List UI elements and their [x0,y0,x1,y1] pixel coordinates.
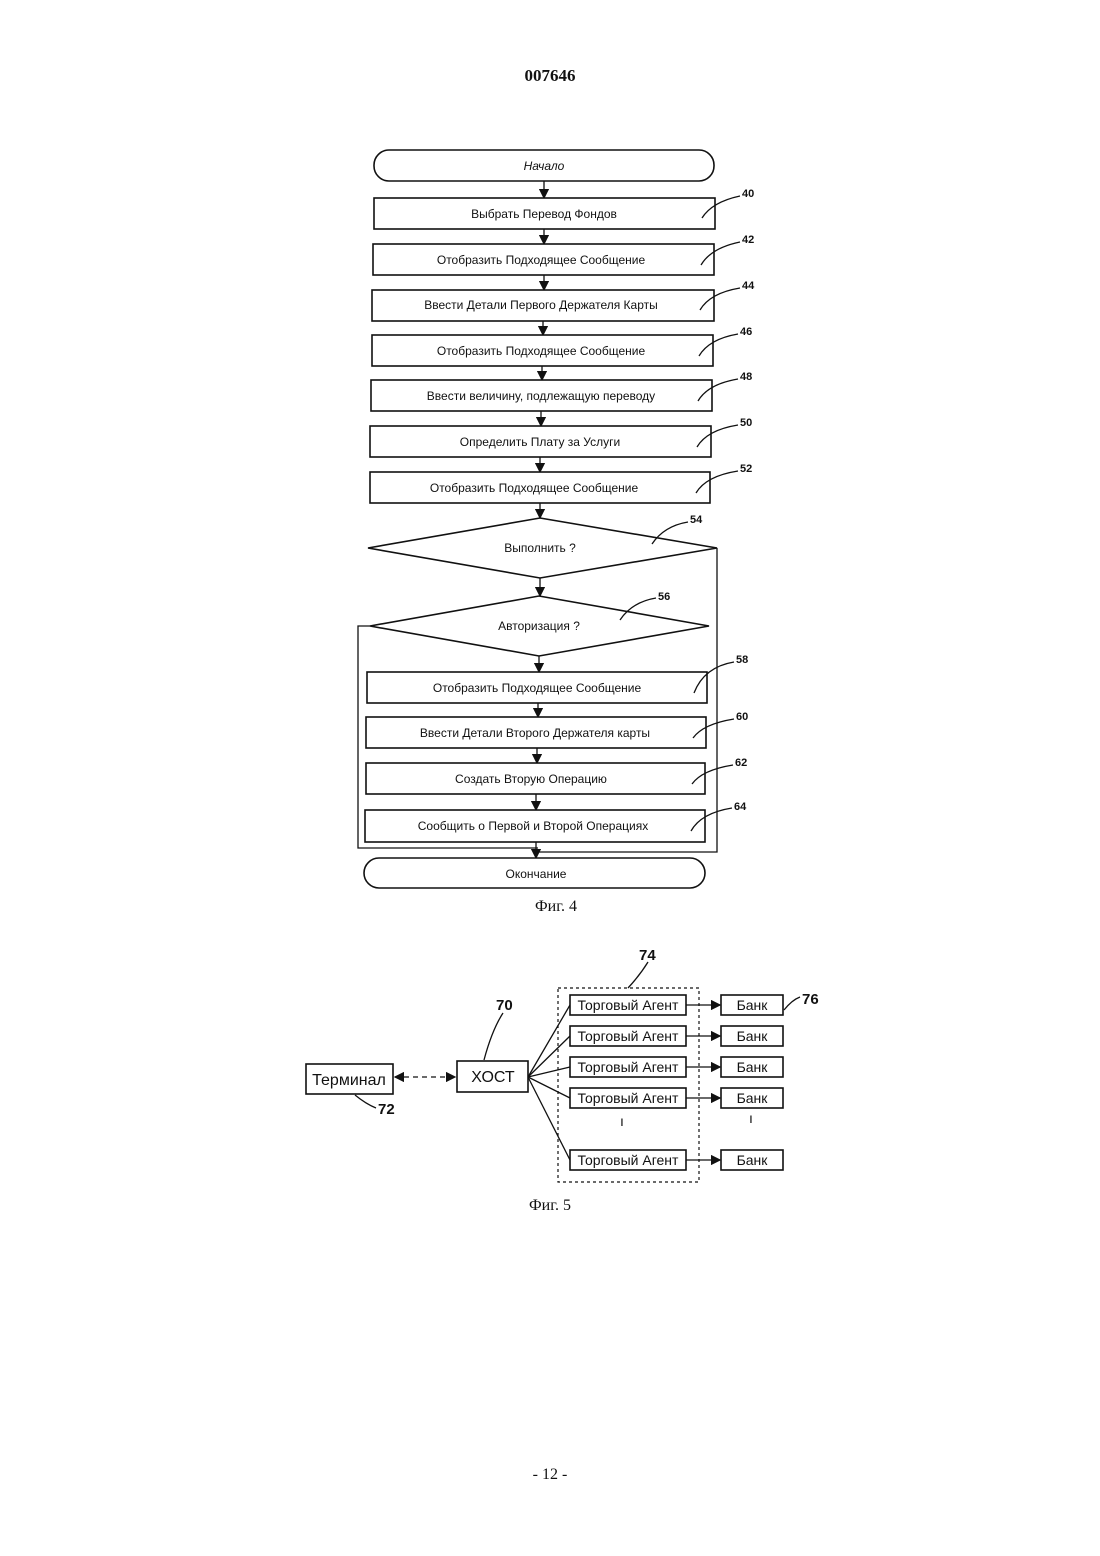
step-44-label: Ввести Детали Первого Держателя Карты [424,298,658,312]
step-58-label: Отобразить Подходящее Сообщение [433,681,642,695]
bank-label: Банк [737,1152,769,1168]
decision-54-ref: 54 [690,514,703,526]
decision-56-ref: 56 [658,591,670,603]
agent-row-4: Торговый Агент Банк [570,1088,783,1108]
step-44: Ввести Детали Первого Держателя Карты 44 [372,280,755,321]
step-46-label: Отобразить Подходящее Сообщение [437,344,646,358]
host-ref: 70 [496,997,513,1014]
decision-54: Выполнить ? 54 [368,514,717,578]
step-48-label: Ввести величину, подлежащую переводу [427,389,655,403]
decision-56: Авторизация ? 56 [370,591,709,656]
merchant-agent-label: Торговый Агент [578,1090,679,1106]
bank-label: Банк [737,1090,769,1106]
end-label: Окончание [506,867,567,881]
terminal-label: Терминал [312,1072,386,1089]
bank-label: Банк [737,1028,769,1044]
decision-56-label: Авторизация ? [498,619,580,633]
step-52-label: Отобразить Подходящее Сообщение [430,481,639,495]
step-62-label: Создать Вторую Операцию [455,772,607,786]
page-number: - 12 - [0,1466,1100,1484]
bank-label: Банк [737,1059,769,1075]
step-52-ref: 52 [740,463,752,475]
step-64: Сообщить о Первой и Второй Операциях 64 [365,801,747,842]
step-60-label: Ввести Детали Второго Держателя карты [420,726,650,740]
step-42-ref: 42 [742,234,754,246]
step-42-label: Отобразить Подходящее Сообщение [437,253,646,267]
step-64-ref: 64 [734,801,747,813]
bank-label: Банк [737,997,769,1013]
agent-row-2: Торговый Агент Банк [570,1026,783,1046]
decision-54-label: Выполнить ? [504,541,576,555]
step-50-ref: 50 [740,417,752,429]
step-64-label: Сообщить о Первой и Второй Операциях [418,819,648,833]
figure-4-flowchart: Начало Выбрать Перевод Фондов 40 Отобраз… [358,150,755,888]
merchant-agent-label: Торговый Агент [578,997,679,1013]
host-label: ХОСТ [471,1069,515,1086]
agents-group-ref: 74 [639,947,656,964]
bank-ellipsis-mark: ı [749,1110,753,1126]
figure-5-caption: Фиг. 5 [0,1197,1100,1215]
step-62: Создать Вторую Операцию 62 [366,757,747,794]
start-label: Начало [524,159,565,173]
merchant-agent-label: Торговый Агент [578,1028,679,1044]
step-50-label: Определить Плату за Услуги [460,435,620,449]
step-58: Отобразить Подходящее Сообщение 58 [367,654,748,703]
agent-row-1: Торговый Агент Банк 76 [570,991,819,1015]
step-62-ref: 62 [735,757,747,769]
agent-row-5: Торговый Агент Банк [570,1150,783,1170]
figure-4-caption: Фиг. 4 [6,898,1100,916]
step-48-ref: 48 [740,371,752,383]
step-40-label: Выбрать Перевод Фондов [471,207,617,221]
agent-row-3: Торговый Агент Банк [570,1057,783,1077]
agent-ellipsis-mark: ı [620,1113,624,1129]
merchant-agent-label: Торговый Агент [578,1059,679,1075]
step-48: Ввести величину, подлежащую переводу 48 [371,371,752,411]
step-60-ref: 60 [736,711,748,723]
figure-5-diagram: Терминал 72 ХОСТ 70 74 Торговый Агент Ба… [306,947,819,1182]
step-40-ref: 40 [742,188,754,200]
step-44-ref: 44 [742,280,755,292]
step-40: Выбрать Перевод Фондов 40 [374,188,754,229]
step-50: Определить Плату за Услуги 50 [370,417,752,457]
merchant-agent-label: Торговый Агент [578,1152,679,1168]
step-46: Отобразить Подходящее Сообщение 46 [372,326,752,366]
step-60: Ввести Детали Второго Держателя карты 60 [366,711,748,748]
step-46-ref: 46 [740,326,752,338]
terminal-ref: 72 [378,1101,395,1118]
bank-ref: 76 [802,991,819,1008]
step-42: Отобразить Подходящее Сообщение 42 [373,234,754,275]
step-52: Отобразить Подходящее Сообщение 52 [370,463,752,503]
step-58-ref: 58 [736,654,748,666]
